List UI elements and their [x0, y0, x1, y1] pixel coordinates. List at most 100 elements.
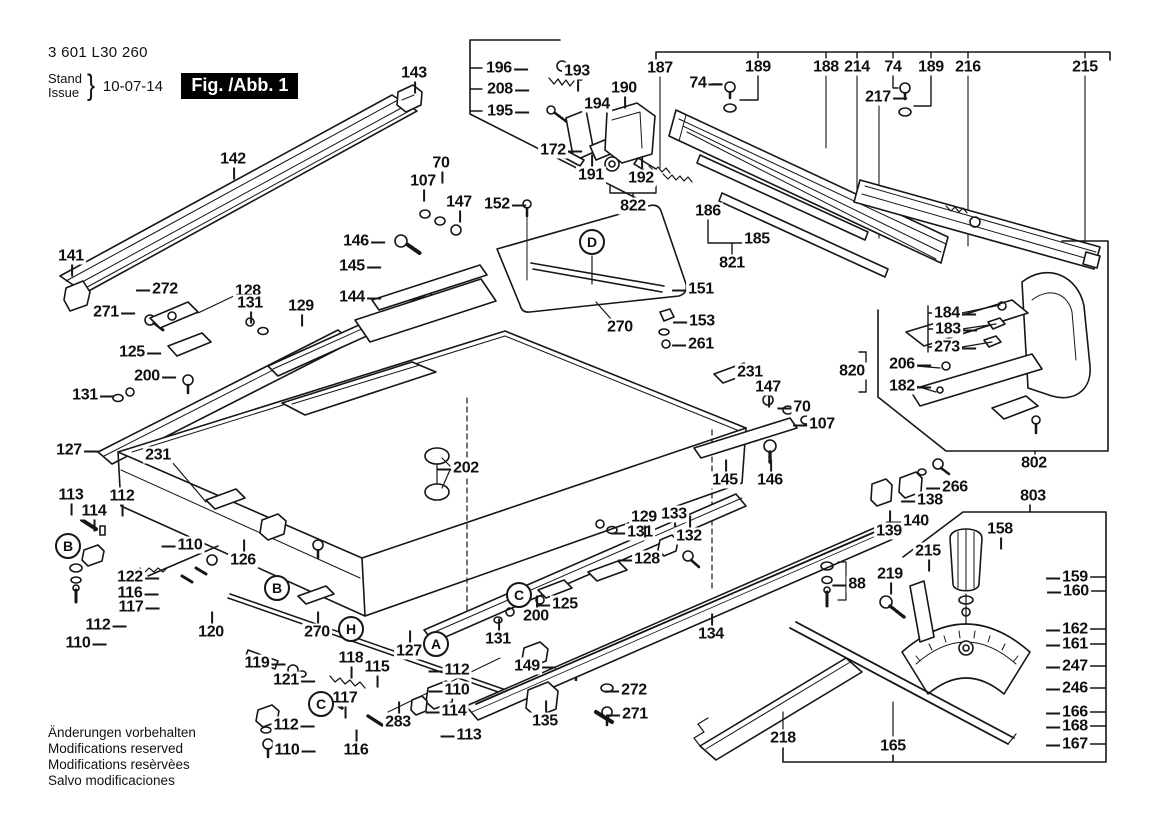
part-label-206: 206	[887, 355, 931, 373]
section-marker-C: C	[308, 691, 334, 717]
part-label-158: 158	[985, 520, 1015, 550]
part-label-141: 141	[56, 247, 86, 277]
part-label-193: 193	[562, 62, 592, 92]
part-label-266: 266	[926, 478, 970, 496]
part-label-261: 261	[672, 335, 716, 353]
brace-glyph: }	[87, 69, 96, 102]
part-label-88: 88	[832, 575, 868, 593]
part-label-120: 120	[196, 611, 226, 641]
part-label-131: 131	[483, 618, 513, 648]
part-label-231: 231	[735, 363, 765, 381]
part-label-270: 270	[605, 318, 635, 336]
section-marker-B: B	[264, 575, 290, 601]
part-label-129: 129	[286, 297, 316, 327]
part-label-202: 202	[437, 459, 481, 477]
part-label-247: 247	[1046, 657, 1090, 675]
part-label-112: 112	[428, 661, 472, 679]
part-label-165: 165	[878, 737, 908, 755]
part-label-246: 246	[1046, 679, 1090, 697]
section-marker-D: D	[579, 229, 605, 255]
part-label-168: 168	[1046, 717, 1090, 735]
part-label-822: 822	[618, 197, 648, 215]
part-label-121: 121	[271, 671, 315, 689]
part-label-821: 821	[717, 254, 747, 272]
part-label-189: 189	[743, 58, 773, 76]
part-label-133: 133	[659, 505, 689, 535]
part-label-283: 283	[383, 701, 413, 731]
figure-label: Fig. /Abb. 1	[181, 73, 299, 99]
part-label-134: 134	[696, 613, 726, 643]
part-label-132: 132	[674, 515, 704, 545]
part-label-146: 146	[341, 232, 385, 250]
part-label-186: 186	[693, 202, 723, 220]
part-label-116: 116	[115, 584, 159, 602]
part-label-131: 131	[70, 386, 114, 404]
part-label-152: 152	[482, 195, 526, 213]
part-label-125: 125	[117, 343, 161, 361]
section-marker-A: A	[423, 631, 449, 657]
part-label-216: 216	[953, 58, 983, 76]
issue-date: 10-07-14	[102, 77, 163, 95]
part-label-187: 187	[645, 59, 675, 77]
modifications-notice-line: Modifications resèrvèes	[48, 757, 190, 772]
part-label-116: 116	[341, 729, 371, 759]
part-label-218: 218	[768, 729, 798, 747]
part-label-113: 113	[440, 726, 484, 744]
part-label-215: 215	[1070, 58, 1100, 76]
part-label-119: 119	[242, 654, 286, 672]
part-label-149: 149	[512, 657, 556, 675]
part-label-273: 273	[932, 338, 976, 356]
part-label-131: 131	[235, 294, 265, 324]
part-label-110: 110	[428, 681, 472, 699]
part-label-118: 118	[336, 649, 366, 679]
part-label-114: 114	[425, 702, 469, 720]
part-label-117: 117	[116, 598, 160, 616]
part-label-219: 219	[875, 565, 905, 595]
part-label-215: 215	[913, 542, 943, 572]
part-label-231: 231	[143, 446, 173, 464]
part-label-128: 128	[618, 550, 662, 568]
section-marker-C: C	[506, 582, 532, 608]
part-label-127: 127	[54, 441, 98, 459]
bracket-141	[63, 280, 91, 312]
part-label-142: 142	[218, 150, 248, 180]
section-marker-B: B	[55, 533, 81, 559]
part-label-145: 145	[337, 257, 381, 275]
part-label-200: 200	[132, 367, 176, 385]
part-label-70: 70	[777, 398, 813, 416]
part-label-126: 126	[228, 539, 258, 569]
part-label-166: 166	[1046, 703, 1090, 721]
modifications-notice-line: Salvo modificaciones	[48, 773, 175, 788]
part-label-160: 160	[1047, 582, 1091, 600]
part-label-802: 802	[1019, 454, 1049, 472]
part-label-153: 153	[673, 312, 717, 330]
part-label-217: 217	[863, 88, 907, 106]
part-label-113: 113	[56, 486, 86, 516]
part-label-159: 159	[1046, 568, 1090, 586]
part-label-208: 208	[485, 80, 529, 98]
part-label-196: 196	[484, 59, 528, 77]
part-label-74: 74	[882, 58, 904, 76]
modifications-notice-line: Änderungen vorbehalten	[48, 725, 196, 740]
part-label-144: 144	[337, 288, 381, 306]
clip-143	[396, 84, 423, 113]
part-label-200: 200	[521, 595, 551, 625]
part-label-272: 272	[136, 280, 180, 298]
part-label-192: 192	[626, 157, 656, 187]
part-label-162: 162	[1046, 620, 1090, 638]
part-label-151: 151	[672, 280, 716, 298]
part-label-115: 115	[362, 658, 392, 688]
part-label-191: 191	[576, 154, 606, 184]
part-label-271: 271	[91, 303, 135, 321]
part-label-112: 112	[83, 616, 127, 634]
part-label-107: 107	[793, 415, 837, 433]
part-label-172: 172	[538, 141, 582, 159]
part-label-185: 185	[742, 230, 772, 248]
part-label-194: 194	[582, 95, 612, 113]
part-label-122: 122	[115, 568, 159, 586]
part-label-70: 70	[430, 154, 452, 184]
part-label-271: 271	[606, 705, 650, 723]
